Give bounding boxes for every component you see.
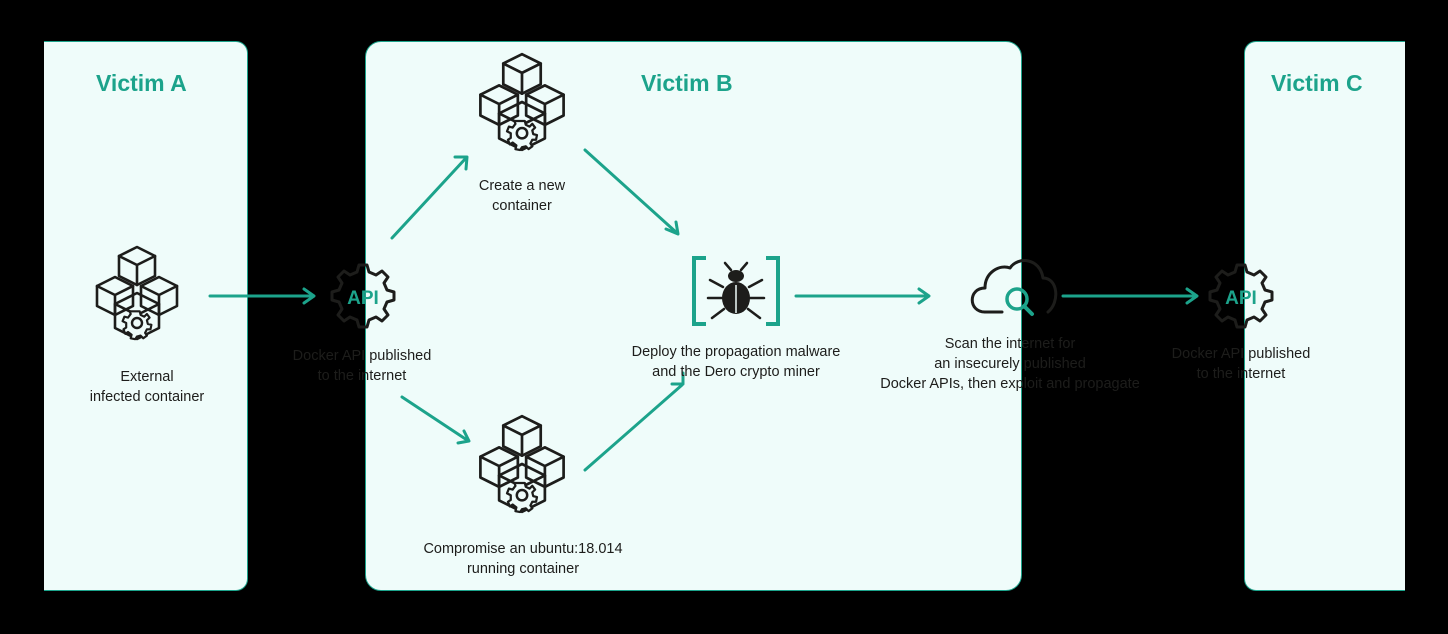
docker-api-b-label: Docker API published to the internet bbox=[292, 348, 432, 384]
compromise-container-label: Compromise an ubuntu:18.014 running cont… bbox=[423, 541, 623, 577]
api-badge-c: API bbox=[1225, 288, 1257, 309]
external-container-label: External infected container bbox=[89, 369, 205, 405]
create-container-label: Create a new container bbox=[478, 178, 566, 214]
arrow-api-to-compromise bbox=[400, 395, 469, 442]
docker-api-c-label: Docker API published to the internet bbox=[1171, 346, 1311, 382]
api-badge-b: API bbox=[347, 288, 379, 309]
arrow-create-to-deploy bbox=[583, 148, 679, 235]
victim-c-panel bbox=[1244, 41, 1405, 591]
victim-a-title: Victim A bbox=[96, 70, 187, 96]
arrow-compromise-to-deploy bbox=[583, 383, 684, 472]
cloud-magnifier-icon bbox=[970, 259, 1058, 316]
victim-c-title: Victim C bbox=[1271, 70, 1363, 96]
scan-internet-label: Scan the internet for an insecurely publ… bbox=[880, 336, 1140, 392]
arrow-heads bbox=[302, 155, 1199, 445]
bug-in-brackets-icon bbox=[692, 256, 780, 326]
victim-b-title: Victim B bbox=[641, 70, 733, 96]
create-container-icon bbox=[479, 52, 565, 152]
compromise-container-icon bbox=[479, 414, 565, 514]
deploy-malware-label: Deploy the propagation malware and the D… bbox=[631, 344, 841, 380]
external-container-icon bbox=[95, 245, 179, 341]
flow-arrows bbox=[208, 148, 1198, 472]
arrow-api-to-create bbox=[390, 156, 468, 240]
